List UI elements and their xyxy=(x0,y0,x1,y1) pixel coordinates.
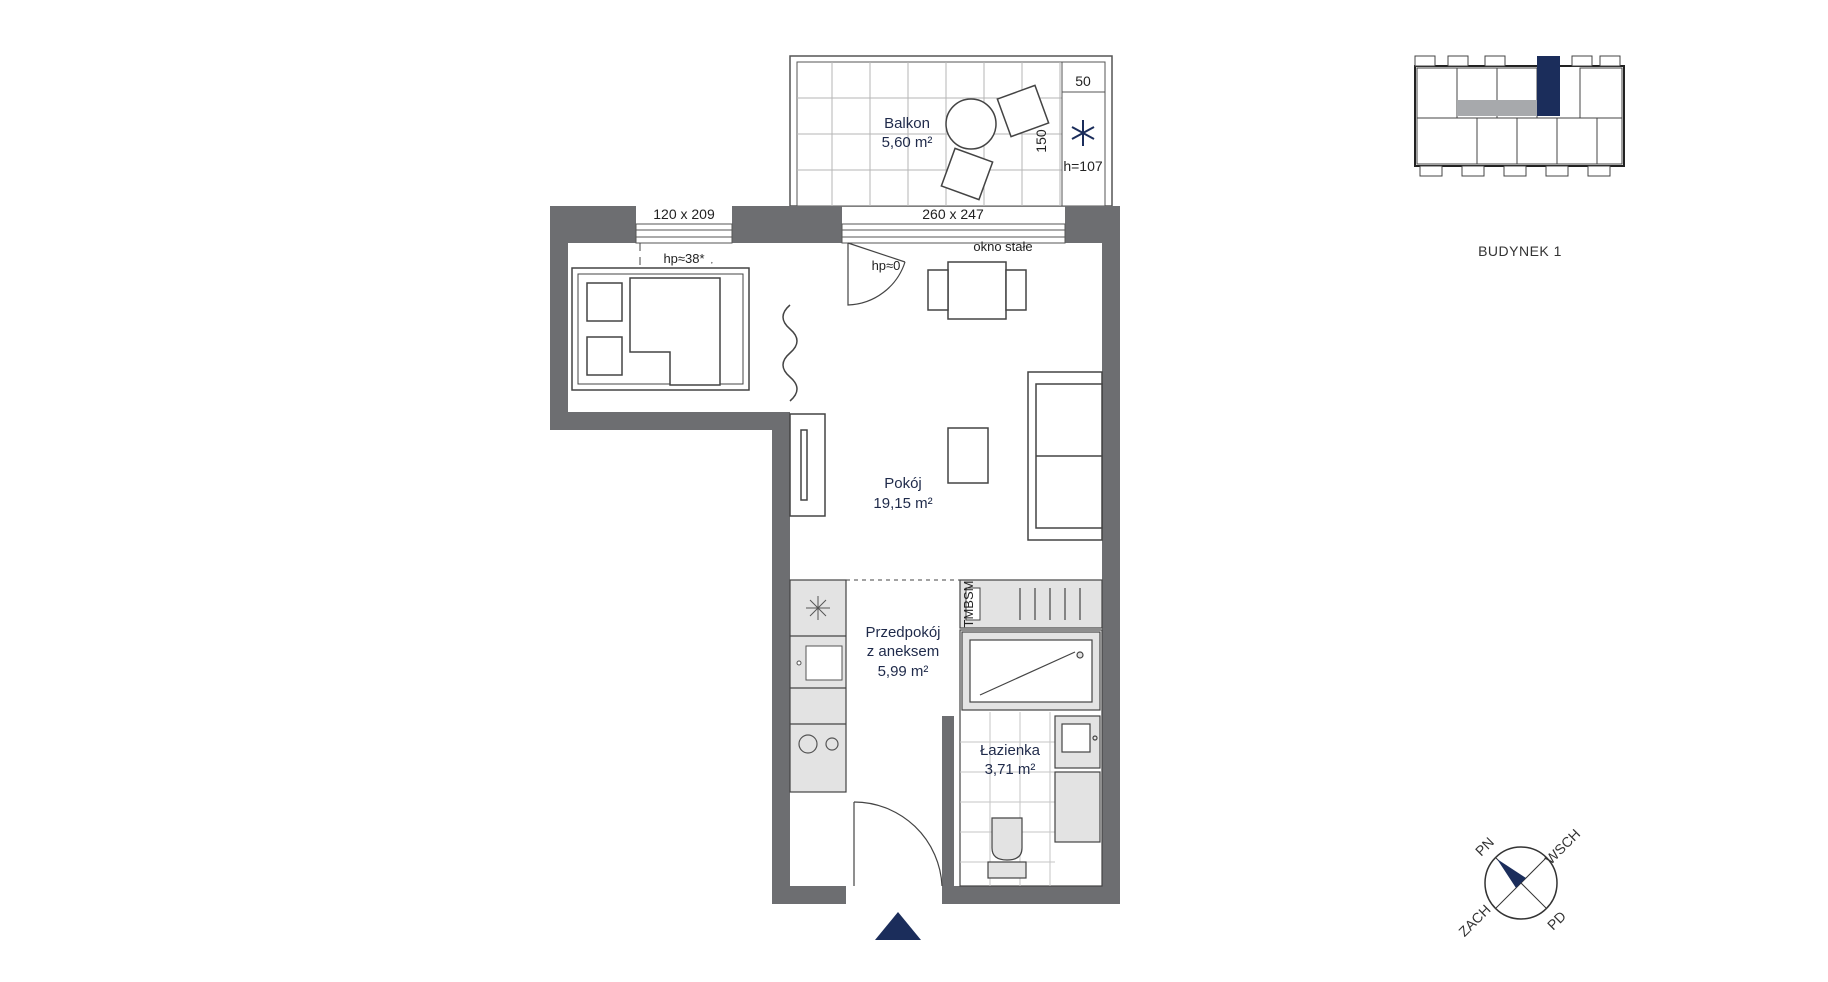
sofa xyxy=(1027,371,1103,541)
coffee-table xyxy=(947,427,989,484)
balcony-name: Balkon xyxy=(884,115,930,132)
cooktop-icon xyxy=(798,734,839,754)
bed xyxy=(571,267,750,391)
sink-icon xyxy=(796,645,843,681)
railing-height: h=107 xyxy=(1063,158,1103,174)
curtain xyxy=(782,304,798,402)
balcony-door-sill: hp≈0 xyxy=(872,258,901,273)
living-room-area: 19,15 m² xyxy=(873,495,932,512)
bathroom-name: Łazienka xyxy=(980,742,1041,759)
entrance-arrow-icon xyxy=(875,912,921,940)
tv-cabinet xyxy=(789,413,826,517)
window-left xyxy=(635,223,733,244)
dining-table xyxy=(927,261,1027,320)
living-room-name: Pokój xyxy=(884,475,922,492)
balcony xyxy=(789,55,1113,207)
walls xyxy=(550,206,1120,904)
balcony-depth-dim: 150 xyxy=(1033,129,1049,153)
bathtub xyxy=(961,631,1101,711)
cabinet xyxy=(1054,771,1101,843)
compass-needle-icon xyxy=(1497,859,1526,888)
compass-east: WSCH xyxy=(1542,826,1584,868)
washing-machine xyxy=(965,587,981,621)
window-left-sill: hp≈38* xyxy=(663,251,704,266)
extractor-icon xyxy=(806,596,830,620)
wardrobe xyxy=(959,579,1103,629)
key-plan-caption: BUDYNEK 1 xyxy=(1478,243,1562,259)
compass xyxy=(1484,846,1558,920)
hallway-name-2: z aneksem xyxy=(867,643,940,660)
toilet xyxy=(987,817,1027,879)
key-plan xyxy=(1414,55,1625,177)
fixed-window-label: okno stałe xyxy=(973,239,1032,254)
hallway-area: 5,99 m² xyxy=(878,663,929,680)
bathroom xyxy=(959,629,1103,887)
balcony-area: 5,60 m² xyxy=(882,134,933,151)
appliance-label: TMBSM xyxy=(961,581,976,628)
bathroom-area: 3,71 m² xyxy=(985,761,1036,778)
balcony-width-dim: 50 xyxy=(1075,73,1091,89)
compass-north: PN xyxy=(1472,834,1497,859)
washbasin xyxy=(1054,715,1101,769)
window-left-dim: 120 x 209 xyxy=(653,206,715,222)
compass-west: ZACH xyxy=(1455,901,1493,939)
compass-south: PD xyxy=(1544,908,1569,933)
entrance-door xyxy=(853,801,943,887)
balcony-door-dim: 260 x 247 xyxy=(922,206,984,222)
snowflake-icon xyxy=(1071,120,1095,146)
hallway-name-1: Przedpokój xyxy=(865,624,940,641)
balcony-door xyxy=(841,223,1066,244)
